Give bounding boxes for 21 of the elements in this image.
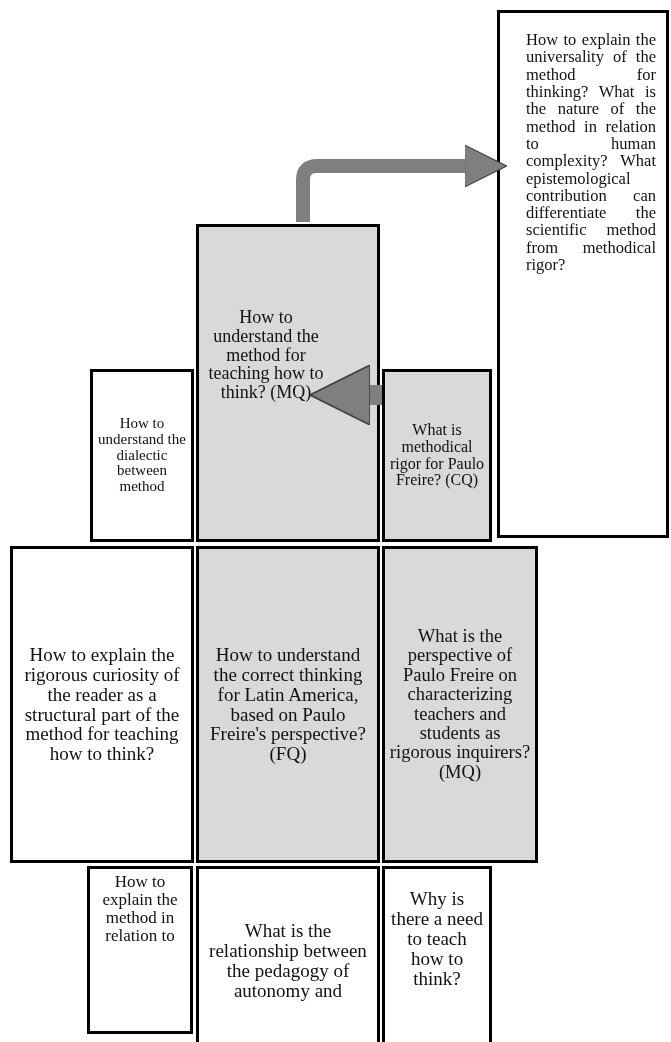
arrow (309, 364, 382, 426)
question-box (382, 546, 538, 863)
question-box (90, 369, 194, 542)
question-box (196, 866, 380, 1042)
question-text: How to explain the universality of the method for thinking? What is the nature of the method in relation to human complexity? What epistemological contribution can differentiate the scientific method from methodical rigor? (526, 31, 656, 274)
question-text: How to understand the correct thinking for Latin America, based on Paulo Freire's perspective? (FQ) (209, 644, 367, 765)
question-box (87, 866, 193, 1034)
question-text: How to understand the method for teaching how to think? (MQ) (207, 307, 325, 403)
question-text: What is methodical rigor for Paulo Freire? (CQ) (389, 421, 485, 490)
question-text: How to explain the rigorous curiosity of the reader as a structural part of the method for teaching how to think? (23, 644, 181, 765)
question-box (382, 369, 492, 542)
question-box (10, 546, 194, 863)
question-text: What is the relationship between the pedagogy of autonomy and (208, 921, 368, 1001)
question-text: What is the perspective of Paulo Freire on characterizing teachers and students as rigorous inquirers? (MQ) (389, 626, 531, 783)
question-box (497, 10, 669, 538)
question-text: How to explain the method in relation to (101, 873, 179, 945)
question-text: How to understand the dialectic between method (97, 416, 187, 495)
question-box (196, 224, 380, 542)
question-text: Why is there a need to teach how to think? (390, 889, 484, 989)
question-box (382, 866, 492, 1042)
question-box (196, 546, 380, 863)
